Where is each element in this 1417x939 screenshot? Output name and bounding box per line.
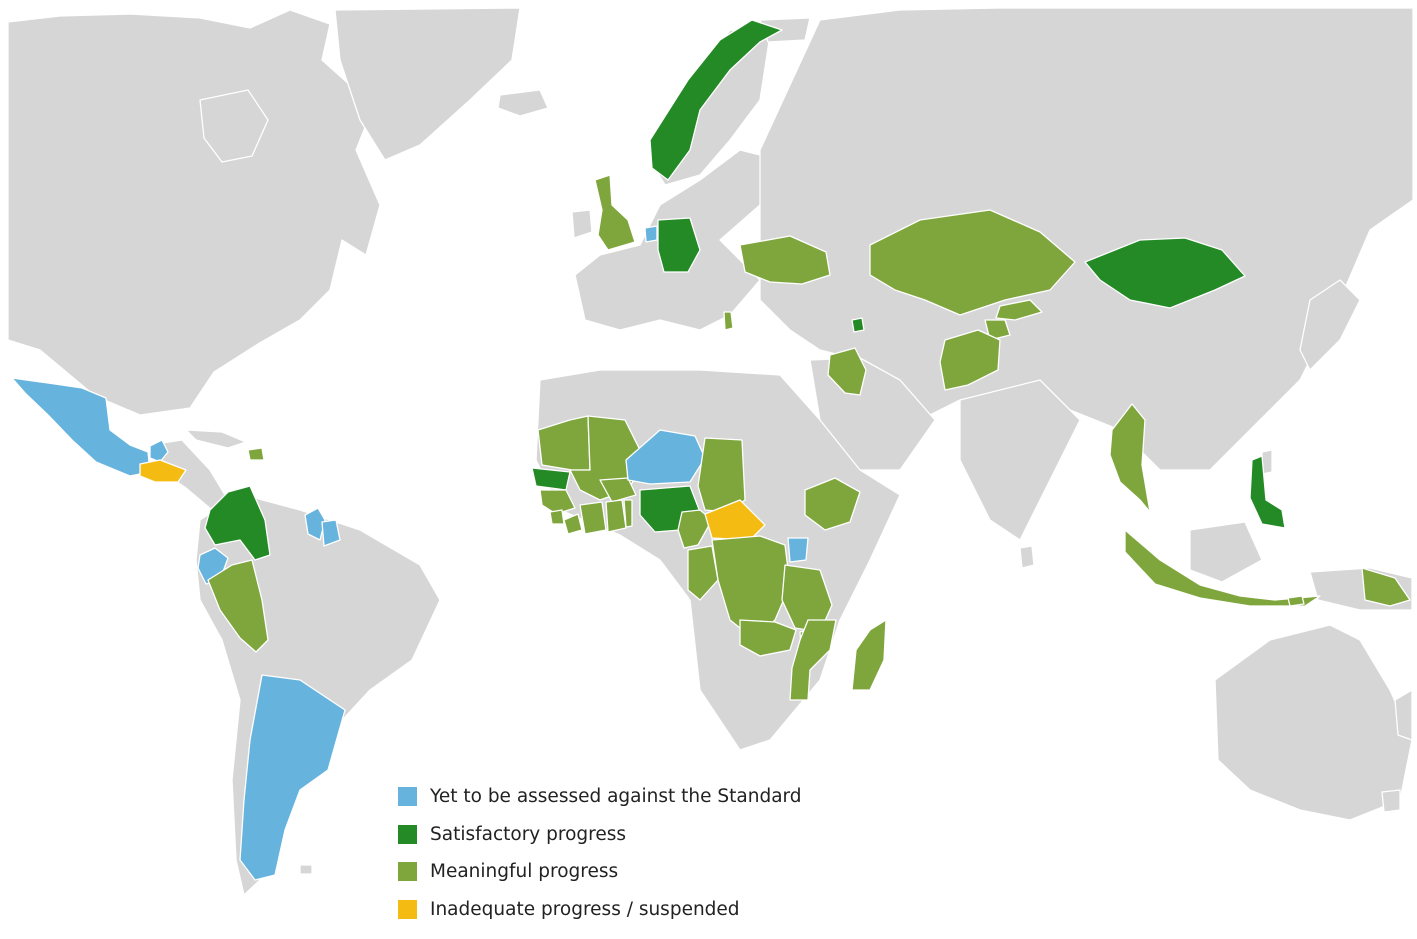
country-liberia: Liberia [563, 513, 583, 535]
country-armenia: Armenia [851, 317, 865, 333]
country-netherlands: Netherlands [644, 225, 658, 243]
country-ethiopia: Ethiopia [804, 477, 861, 531]
landmass-new-zealand [1394, 689, 1413, 741]
country-ukraine: Ukraine [739, 235, 831, 285]
landmass-greenland [334, 7, 521, 161]
legend-swatch [398, 787, 417, 807]
landmass-ireland [571, 209, 593, 239]
country-togo: Togo [623, 499, 633, 528]
country-myanmar: Myanmar [1109, 403, 1151, 513]
landmass-japan [1299, 279, 1361, 371]
country-burkina-faso: Burkina Faso [599, 477, 637, 503]
country-congo: Congo [687, 545, 719, 601]
country-central-african-republic: Central African Republic [704, 499, 766, 541]
country-kazakhstan: Kazakhstan [869, 209, 1076, 316]
country-papua-new-guinea: Papua New Guinea [1361, 567, 1411, 607]
country-cote-d-ivoire: Cote d'Ivoire [579, 501, 607, 535]
legend-label: Yet to be assessed against the Standard [430, 786, 802, 808]
country-cameroon: Cameroon [677, 509, 713, 549]
country-uganda: Uganda [787, 537, 809, 563]
landmass-falklands [299, 864, 313, 875]
country-albania: Albania [723, 311, 734, 331]
legend-item-inadequate: Inadequate progress / suspended [398, 891, 838, 929]
country-philippines: Philippines [1249, 455, 1286, 529]
legend-item-meaningful: Meaningful progress [398, 853, 838, 891]
country-peru: Peru [207, 559, 269, 653]
country-mozambique: Mozambique [789, 619, 837, 701]
landmass-hudson-bay-land [199, 89, 269, 163]
country-norway: Norway [649, 19, 783, 181]
legend-label: Satisfactory progress [430, 823, 627, 845]
country-indonesia: Indonesia [1124, 529, 1321, 607]
country-guatemala: Guatemala [149, 439, 169, 463]
landmass-tasmania [1381, 789, 1401, 813]
country-niger: Niger [625, 429, 706, 485]
landmass-australia [1214, 624, 1413, 821]
country-kyrgyz-republic: Kyrgyz Republic [995, 299, 1043, 321]
country-afghanistan: Afghanistan [939, 329, 1001, 391]
country-status-layer: MexicoGuatemalaHondurasColombiaEcuadorPe… [11, 19, 1411, 881]
country-ghana: Ghana [605, 499, 627, 533]
landmass-india [959, 379, 1081, 541]
country-madagascar: Madagascar [851, 619, 887, 691]
landmass-caribbean-cuba [185, 429, 247, 449]
country-suriname: Suriname [321, 519, 341, 547]
country-sierra-leone: Sierra Leone [549, 509, 565, 525]
country-dominican-republic: Dominican Republic [247, 447, 265, 461]
country-honduras: Honduras [139, 459, 187, 483]
landmass-north-america [7, 9, 381, 416]
base-landmass-layer [7, 7, 1414, 896]
landmass-iceland [497, 89, 549, 117]
legend-label: Meaningful progress [430, 861, 619, 883]
country-timor-leste: Timor-Leste [1287, 595, 1305, 607]
legend-item-yet-to-be-assessed: Yet to be assessed against the Standard [398, 778, 838, 816]
country-zambia: Zambia [739, 619, 797, 657]
country-colombia: Colombia [204, 485, 271, 561]
country-iraq: Iraq [827, 347, 867, 396]
country-united-kingdom: United Kingdom [594, 174, 636, 251]
country-mongolia: Mongolia [1084, 237, 1246, 309]
legend-label: Inadequate progress / suspended [430, 898, 740, 920]
legend-swatch [398, 899, 417, 919]
country-tajikistan: Tajikistan [984, 319, 1011, 341]
landmass-borneo-region [1189, 521, 1263, 583]
country-guinea: Guinea [539, 489, 576, 515]
legend-swatch [398, 824, 417, 844]
landmass-sri-lanka [1019, 545, 1035, 569]
country-senegal: Senegal [531, 467, 571, 491]
landmass-asia [759, 7, 1414, 471]
map-legend: Yet to be assessed against the Standard … [398, 778, 838, 928]
country-germany: Germany [657, 217, 701, 273]
legend-item-satisfactory: Satisfactory progress [398, 816, 838, 854]
country-argentina: Argentina [239, 674, 346, 881]
legend-swatch [398, 862, 417, 882]
country-dr-congo: DR Congo [711, 535, 791, 641]
